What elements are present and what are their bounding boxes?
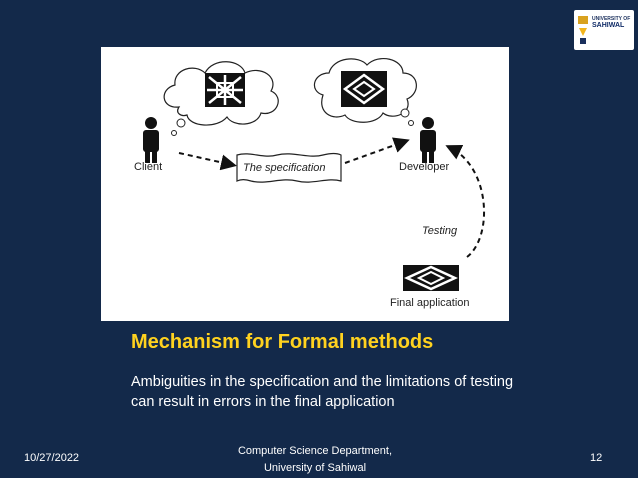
slide-caption: Ambiguities in the specification and the… <box>131 374 514 410</box>
client-to-spec-arrow <box>178 152 237 171</box>
testing-arrow <box>445 144 485 258</box>
footer-page-number: 12 <box>590 452 603 464</box>
final-application-label: Final application <box>390 297 470 309</box>
footer-department: Computer Science Department, University … <box>230 443 400 477</box>
spec-to-developer-arrow <box>344 137 410 164</box>
developer-pattern-icon <box>341 71 387 107</box>
slide-title: Mechanism for Formal methods <box>131 331 434 353</box>
logo-line1: UNIVERSITY OF <box>592 16 631 22</box>
client-label: Client <box>134 161 163 173</box>
footer-department-line2: University of Sahiwal <box>263 462 367 474</box>
specification-scroll <box>236 152 342 183</box>
logo-line2: SAHIWAL <box>592 22 625 29</box>
developer-person-icon <box>420 117 436 163</box>
footer-date: 10/27/2022 <box>24 452 80 464</box>
developer-thought-cloud <box>313 57 417 126</box>
developer-label: Developer <box>399 161 450 173</box>
logo-text: UNIVERSITY OF SAHIWAL <box>592 16 634 30</box>
final-application-icon <box>403 265 459 291</box>
crest-icon <box>578 16 588 44</box>
client-thought-cloud <box>163 61 279 136</box>
formal-methods-diagram: Client The specification Developer Testi… <box>101 47 509 321</box>
client-person-icon <box>143 117 159 163</box>
client-pattern-icon <box>205 73 245 107</box>
university-logo: UNIVERSITY OF SAHIWAL <box>574 10 634 50</box>
specification-label: The specification <box>243 162 326 174</box>
footer-department-line1: Computer Science Department, <box>237 445 393 457</box>
testing-label: Testing <box>422 225 458 237</box>
